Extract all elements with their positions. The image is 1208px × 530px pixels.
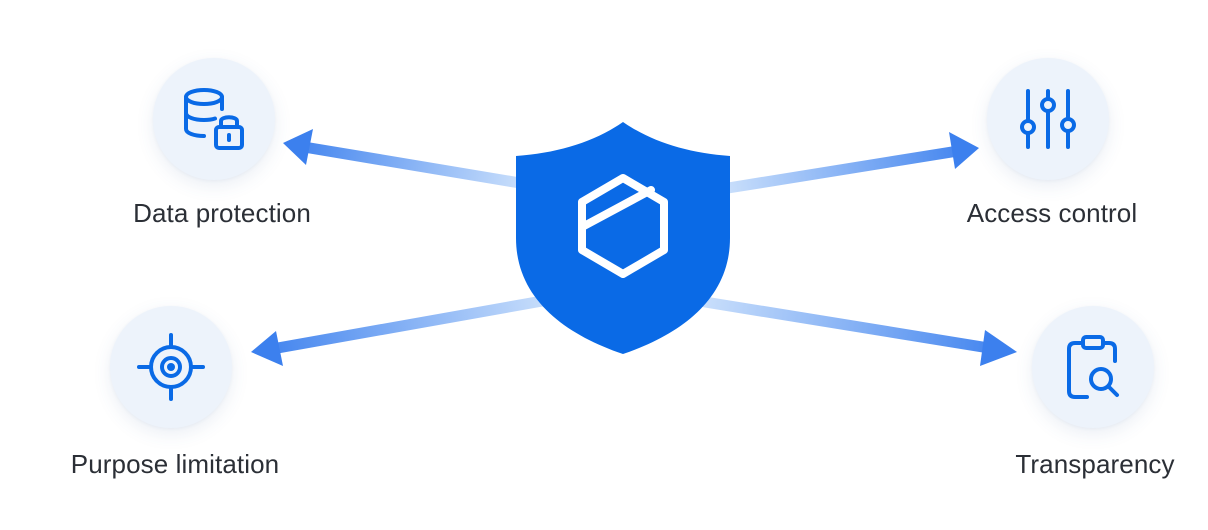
shield-hexagon-icon <box>516 122 730 354</box>
clipboard-search-icon <box>1067 335 1119 399</box>
arrow-to-purpose-limitation <box>251 294 554 366</box>
purpose-limitation-label: Purpose limitation <box>70 449 280 479</box>
purpose-limitation-node <box>110 306 232 428</box>
access-control-label: Access control <box>966 198 1138 228</box>
sliders-icon <box>1020 89 1076 149</box>
transparency-label: Transparency <box>1015 449 1175 479</box>
database-lock-icon <box>184 88 244 150</box>
arrow-to-access-control <box>722 132 979 194</box>
data-protection-label: Data protection <box>133 198 311 228</box>
crosshair-target-icon <box>137 333 205 401</box>
transparency-node <box>1032 306 1154 428</box>
arrow-to-data-protection <box>283 129 526 189</box>
data-protection-node <box>153 58 275 180</box>
access-control-node <box>987 58 1109 180</box>
arrow-to-transparency <box>699 296 1017 366</box>
